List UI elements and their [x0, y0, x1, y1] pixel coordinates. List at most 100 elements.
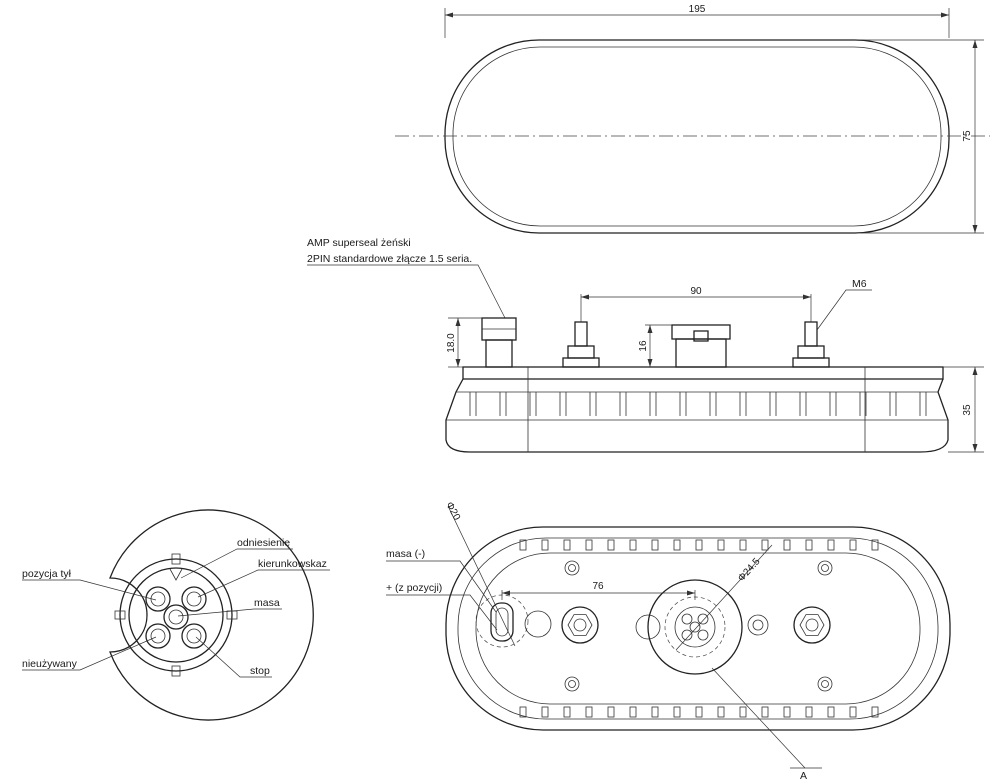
arrowhead: [972, 367, 978, 375]
offset-dim-text: 76: [592, 581, 604, 592]
arrowhead: [941, 12, 949, 18]
arrowhead: [972, 40, 978, 48]
breather-core: [752, 619, 764, 631]
pin-indicator: [181, 586, 207, 612]
tab-bottom: [171, 665, 181, 677]
base-rib: [805, 706, 813, 718]
base-rib: [607, 539, 615, 551]
base-rib: [849, 706, 857, 718]
connector-note-line2: 2PIN standardowe złącze 1.5 seria.: [307, 253, 472, 265]
side-view: AMP superseal żeński 2PIN standardowe zł…: [307, 237, 984, 453]
tab-top: [171, 553, 181, 565]
arrowhead: [647, 359, 653, 367]
body-height-dim-text: 35: [962, 404, 973, 416]
base-rib: [827, 539, 835, 551]
stud-spacing-dim-text: 90: [690, 286, 702, 297]
arrowhead: [972, 444, 978, 452]
thread-leader: [816, 289, 872, 331]
connector-height-dim-text: 18.0: [446, 333, 457, 353]
base-rib: [519, 706, 527, 718]
base-outline-outer: [445, 526, 951, 731]
pin-unused: [145, 623, 171, 649]
screw-head: [817, 560, 833, 576]
arrowhead: [647, 325, 653, 333]
base-rib: [541, 706, 549, 718]
stud-washer: [792, 357, 830, 368]
base-rib: [629, 539, 637, 551]
pin-ground: [163, 604, 189, 630]
socket-detail: odniesienie kierunkowskaz pozycja tył ma…: [22, 509, 330, 721]
pin-position: [145, 586, 171, 612]
base-ribs: [519, 539, 879, 718]
screw-core: [821, 564, 829, 572]
base-outline-mid: [457, 537, 939, 720]
width-dim-text: 195: [689, 4, 706, 15]
base-rib: [541, 539, 549, 551]
hex-nut: [567, 614, 593, 636]
stud-washer: [562, 357, 600, 368]
label-ground: masa (-): [386, 548, 425, 560]
label-plus: + (z pozycji): [386, 582, 442, 594]
vent-hole: [524, 610, 552, 638]
base-rib: [783, 706, 791, 718]
socket-dia-leader: [675, 544, 773, 651]
base-rib: [695, 706, 703, 718]
arrowhead: [455, 318, 461, 326]
connector-note-line1: AMP superseal żeński: [307, 237, 411, 249]
ground-leader: [386, 560, 497, 613]
base-rib: [827, 706, 835, 718]
hole-dia-leader: [447, 505, 516, 647]
lamp-outline-outer: [444, 39, 950, 234]
screw-core: [821, 680, 829, 688]
base-rib: [761, 706, 769, 718]
base-rib: [607, 706, 615, 718]
connector-leader: [307, 264, 506, 319]
base-rib: [585, 539, 593, 551]
base-rib: [673, 539, 681, 551]
base-rib: [849, 539, 857, 551]
detail-leader: [711, 667, 806, 769]
pin-stop: [181, 623, 207, 649]
base-outline-inner: [475, 552, 921, 705]
screw-head: [817, 676, 833, 692]
breather: [747, 614, 769, 636]
base-rib: [651, 706, 659, 718]
reference-leader: [180, 548, 293, 579]
thread-label: M6: [852, 278, 867, 290]
hole-dia-dim-text: Φ20: [443, 500, 462, 522]
base-rib: [585, 706, 593, 718]
stud-boss: [561, 606, 599, 644]
label-ground-pin: masa: [254, 597, 280, 609]
socket-key: [169, 568, 183, 581]
plus-leader: [386, 594, 498, 631]
position-leader: [22, 579, 157, 601]
label-indicator: kierunkowskaz: [258, 558, 327, 570]
top-view: 195 75: [395, 4, 990, 234]
socket-key: [693, 330, 709, 342]
label-position: pozycja tył: [22, 568, 72, 580]
socket-dia-dim-text: Φ24.5: [736, 556, 763, 584]
base-rib: [783, 539, 791, 551]
stud-right: [792, 321, 830, 368]
base-rib: [563, 706, 571, 718]
unused-leader: [22, 636, 157, 671]
screw-head: [564, 560, 580, 576]
label-reference: odniesienie: [237, 537, 290, 549]
connector-plug-inner: [495, 607, 509, 637]
hex-stud-left: [561, 606, 599, 644]
hex-stud-right: [793, 606, 831, 644]
stud-boss: [793, 606, 831, 644]
base-rib: [871, 539, 879, 551]
stop-leader: [195, 636, 272, 678]
detail-outline: [109, 509, 314, 721]
stud-thread: [804, 321, 818, 347]
socket-boss: [647, 579, 743, 675]
base-rib: [695, 539, 703, 551]
bottom-view: 76 Φ20 Φ24.5 masa (-) + (z pozycji) A: [386, 500, 951, 782]
detail-label: A: [800, 770, 807, 782]
arrowhead: [445, 12, 453, 18]
socket-height-dim-text: 16: [638, 340, 649, 352]
arrowhead: [687, 590, 695, 596]
base-rib: [717, 539, 725, 551]
